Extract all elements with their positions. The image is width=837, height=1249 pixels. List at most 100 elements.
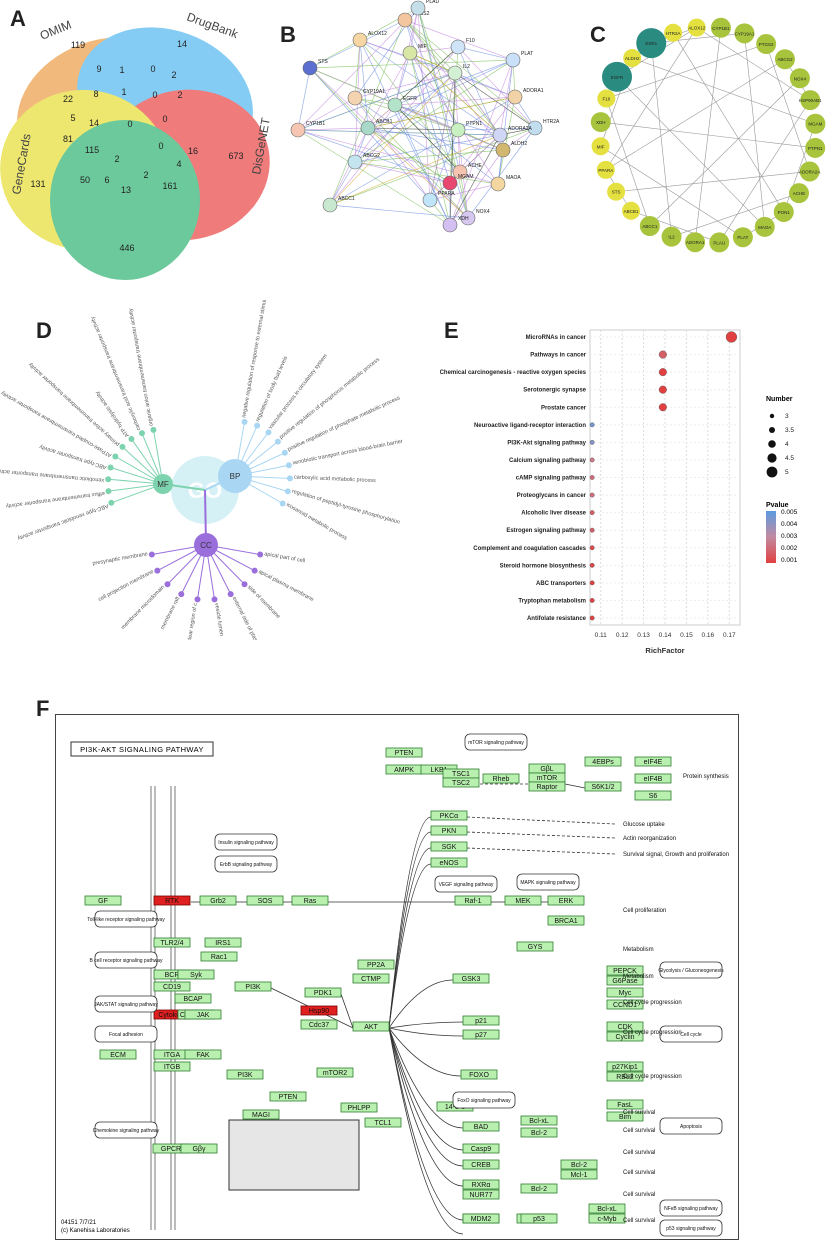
network-edge <box>600 146 744 238</box>
ppi-label: PLAT <box>737 235 748 240</box>
pathway-gene-box <box>184 1049 222 1060</box>
data-point <box>589 598 595 603</box>
protein-label: CYP1B1 <box>306 121 325 127</box>
category-label: MicroRNAs in cancer <box>526 335 587 341</box>
ppi-node <box>805 113 826 134</box>
pathway-gene-label: RXRα <box>472 1182 491 1189</box>
pathway-gene-label: Mcl-1 <box>570 1172 587 1179</box>
pathway-link-box <box>94 910 158 928</box>
ppi-node <box>636 28 667 59</box>
pathway-edge <box>388 816 432 1029</box>
pathway-outcome-label: Cell cycle progression <box>623 1000 682 1006</box>
ppi-node <box>754 216 775 237</box>
network-edge <box>409 52 456 74</box>
network-edge <box>744 33 766 227</box>
panel-letter-d: D <box>36 318 52 343</box>
pathway-gene-box <box>300 1019 338 1030</box>
venn-label-omim: OMIM <box>38 18 74 43</box>
pathway-link-box <box>94 951 158 969</box>
pathway-gene-box <box>528 781 566 792</box>
data-point <box>589 562 595 568</box>
pathway-gene-box <box>520 1127 558 1138</box>
venn-count: 0 <box>127 119 132 129</box>
pathway-gene-label: FAK <box>196 1052 210 1059</box>
network-edge <box>359 39 516 98</box>
pathway-link-box <box>659 1117 723 1135</box>
network-edge <box>354 72 456 99</box>
pathway-gene-label: PKN <box>442 828 456 835</box>
venn-count: 9 <box>96 64 101 74</box>
pathway-gene-label: G6Pase <box>612 978 637 985</box>
pathway-link-box <box>434 875 498 893</box>
go-term-node <box>112 453 119 460</box>
pathway-gene-box <box>520 1183 558 1194</box>
pathway-gene-label: CDK <box>618 1024 633 1031</box>
venn-count: 446 <box>119 243 134 253</box>
pathway-link-box <box>214 855 278 873</box>
pathway-link-label: FoxO signaling pathway <box>457 1098 511 1104</box>
pathway-gene-label: CD19 <box>163 984 181 991</box>
pathway-edge <box>388 1027 464 1235</box>
protein-node <box>442 175 458 191</box>
category-label: Estrogen signaling pathway <box>506 528 586 534</box>
pathway-gene-box <box>246 895 284 906</box>
pathway-gene-box <box>606 999 644 1010</box>
pathway-gene-box <box>588 1213 626 1224</box>
network-edge <box>354 59 514 163</box>
protein-node <box>490 176 506 192</box>
protein-node <box>347 154 363 170</box>
data-point <box>658 385 667 394</box>
category-label: Proteoglycans in cancer <box>517 493 587 499</box>
data-point <box>589 457 595 463</box>
pathway-gene-box <box>584 756 622 767</box>
pathway-gene-label: Raf-1 <box>464 898 481 905</box>
pathway-gene-box <box>269 1091 307 1102</box>
network-edge <box>329 72 456 206</box>
legend-size-label: 4 <box>785 441 789 448</box>
ppi-node <box>590 112 611 133</box>
venn-count: 13 <box>121 185 131 195</box>
pathway-edge <box>388 1027 464 1187</box>
pathway-gene-label: FOXO <box>469 1072 489 1079</box>
protein-node <box>290 122 306 138</box>
network-edge <box>297 129 451 184</box>
pathway-gene-box <box>462 1015 500 1026</box>
pathway-gene-box <box>199 895 237 906</box>
pathway-gene-box <box>430 810 468 821</box>
protein-node <box>452 164 468 180</box>
pathway-link-label: JAK/STAT signaling pathway <box>94 1002 158 1008</box>
ppi-label: XDH <box>596 120 606 125</box>
pathway-gene-box <box>462 1179 500 1190</box>
panel-letter-c: C <box>590 22 606 47</box>
pathway-footer: (c) Kanehisa Laboratories <box>61 1228 130 1234</box>
network-edge <box>367 127 459 131</box>
pathway-gene-box <box>606 987 644 998</box>
go-term-label: efflux transmembrane transporter activit… <box>5 490 105 509</box>
pathway-gene-box <box>352 973 390 984</box>
ppi-node <box>773 201 794 222</box>
protein-node <box>527 120 543 136</box>
network-edge <box>367 127 504 151</box>
network-edge <box>616 76 765 228</box>
ppi-node <box>799 161 820 182</box>
pathway-gene-label: ITGB <box>164 1064 181 1071</box>
go-term-node <box>257 551 264 558</box>
pathway-gene-box <box>291 895 329 906</box>
pathway-gene-label: Rac1 <box>211 954 227 961</box>
ppi-label: NOX4 <box>794 76 807 81</box>
protein-node <box>447 65 463 81</box>
pathway-gene-box <box>304 987 342 998</box>
legend-size-dot <box>766 466 778 478</box>
pathway-gene-box <box>454 895 492 906</box>
go-term-label: apical plasma membrane <box>257 569 314 603</box>
pathway-gene-label: LKB1 <box>430 767 447 774</box>
ppi-node <box>602 61 633 92</box>
protein-node <box>352 32 368 48</box>
data-point <box>589 475 595 480</box>
circular-ppi-network: CYP1B1CYP19A1PTGS2ABCG2NOX4HSP90AB1MGAMP… <box>590 17 826 253</box>
pathway-gene-label: MAGI <box>252 1112 270 1119</box>
pvalue-colorbar <box>766 511 776 563</box>
pathway-gene-box <box>516 941 554 952</box>
pathway-edge <box>388 831 432 1029</box>
x-tick-label: 0.13 <box>637 632 650 639</box>
